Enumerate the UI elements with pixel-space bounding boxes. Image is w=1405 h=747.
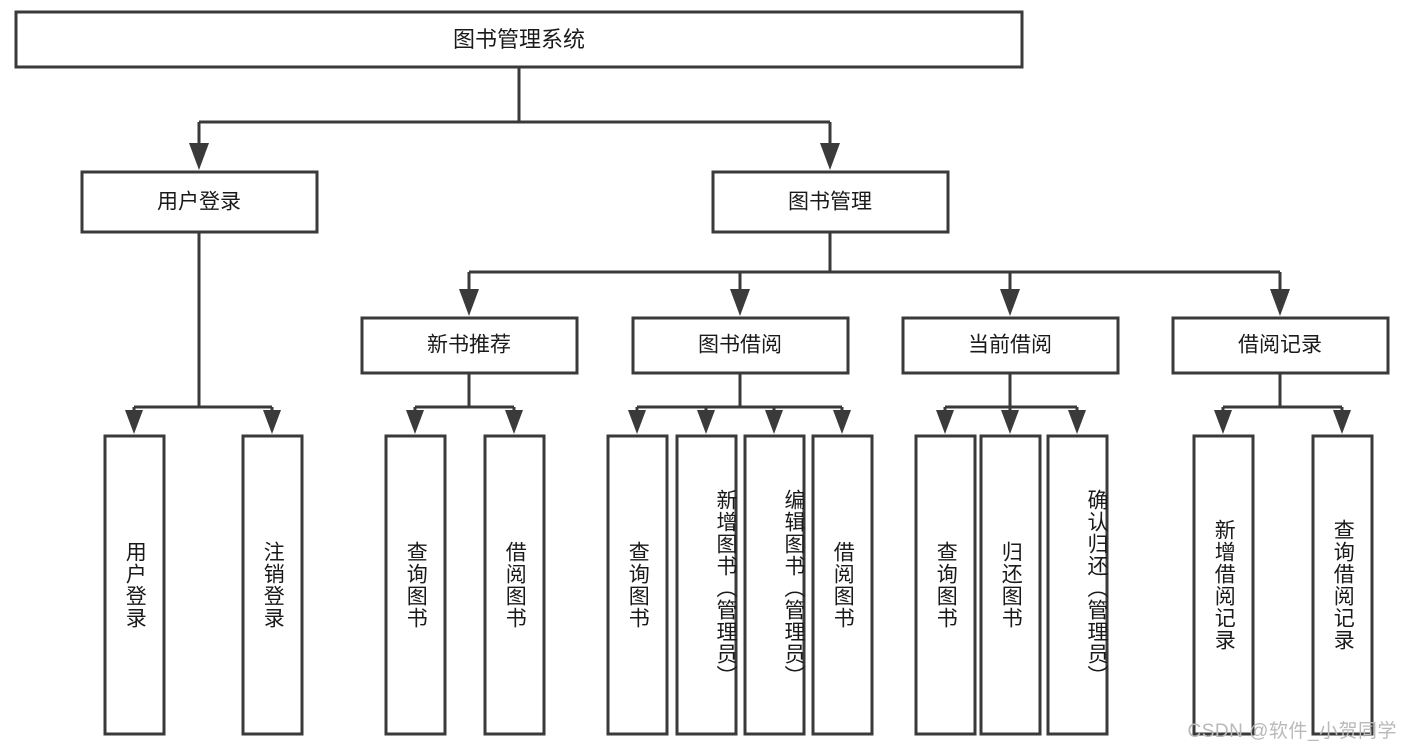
arrow-head-leaf-add-book [697,410,715,434]
arrow-head-leaf-user-login [125,410,143,434]
arrow-head-leaf-query-book-1 [406,410,424,434]
leaf-box-query-record[interactable] [1311,434,1374,736]
leaf-box-add-record[interactable] [1192,434,1255,736]
node-box-rect[interactable] [1171,316,1390,375]
node-label-new-book-recommend: 新书推荐 [427,334,511,357]
node-book-management[interactable]: 图书管理 [711,170,950,234]
leaf-box-layer [103,434,1374,736]
node-label-current-borrow: 当前借阅 [968,334,1052,357]
connector-layer [125,68,1351,434]
node-label-user-login: 用户登录 [157,191,241,214]
arrow-head-leaf-borrow-book-1 [505,410,523,434]
node-box-rect[interactable] [360,316,579,375]
leaf-box-add-book[interactable] [675,434,738,736]
arrow-head-leaf-query-book-3 [936,410,954,434]
node-box-rect[interactable] [711,170,950,234]
node-label-borrow-record: 借阅记录 [1238,334,1322,357]
node-current-borrow[interactable]: 当前借阅 [901,316,1120,375]
arrow-head-leaf-borrow-book-2 [833,410,851,434]
arrow-head-borrow-record [1270,289,1290,316]
node-box-rect[interactable] [631,316,850,375]
arrow-head-user-login [189,143,209,170]
arrow-head-leaf-user-logout [263,410,281,434]
node-book-management-system[interactable]: 图书管理系统 [14,10,1024,69]
arrow-head-book-management [820,143,840,170]
leaf-box-confirm-return[interactable] [1046,434,1109,736]
arrow-head-current-borrow [1000,289,1020,316]
leaf-box-borrow-book-1[interactable] [483,434,546,736]
node-label-book-management: 图书管理 [788,191,872,214]
leaf-box-edit-book[interactable] [743,434,806,736]
leaf-box-user-logout[interactable] [241,434,304,736]
arrow-head-leaf-confirm-return [1068,410,1086,434]
arrow-head-leaf-query-book-2 [628,410,646,434]
arrow-head-leaf-query-record [1333,410,1351,434]
csdn-watermark: CSDN @软件_小贺同学 [1187,721,1397,742]
leaf-box-query-book-2[interactable] [606,434,669,736]
node-box-rect[interactable] [901,316,1120,375]
arrow-head-leaf-return-book [1001,410,1019,434]
arrow-head-leaf-add-record [1214,410,1232,434]
node-box-rect[interactable] [80,170,319,234]
node-label-book-management-system: 图书管理系统 [453,27,585,52]
leaf-box-user-login[interactable] [103,434,166,736]
node-new-book-recommend[interactable]: 新书推荐 [360,316,579,375]
leaf-box-borrow-book-2[interactable] [811,434,874,736]
leaf-box-return-book[interactable] [979,434,1042,736]
node-borrow-record[interactable]: 借阅记录 [1171,316,1390,375]
arrow-head-new-book-recommend [459,289,479,316]
node-book-borrow[interactable]: 图书借阅 [631,316,850,375]
arrow-head-leaf-edit-book [765,410,783,434]
node-box-rect[interactable] [14,10,1024,69]
leaf-box-query-book-1[interactable] [384,434,447,736]
arrow-head-book-borrow [730,289,750,316]
leaf-box-query-book-3[interactable] [914,434,977,736]
node-user-login[interactable]: 用户登录 [80,170,319,234]
node-label-book-borrow: 图书借阅 [698,334,782,357]
